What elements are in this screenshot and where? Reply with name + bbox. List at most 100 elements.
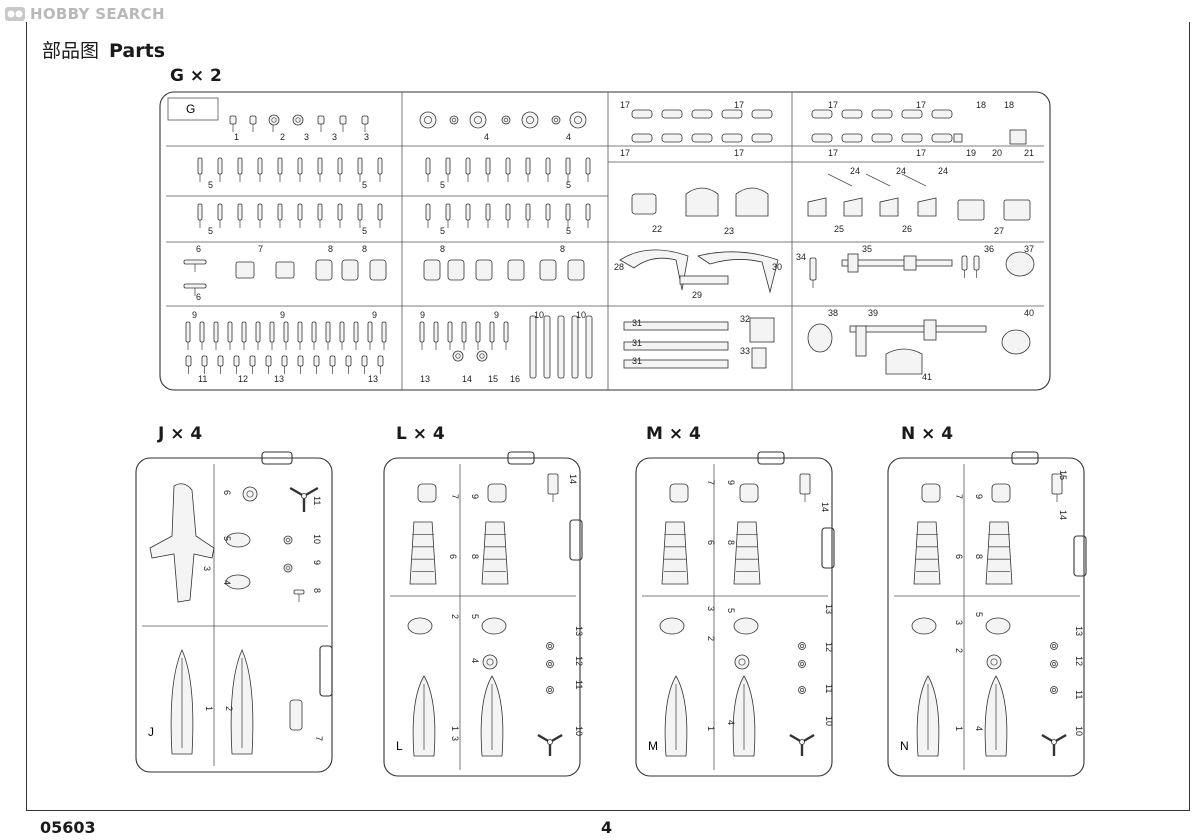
part-number: 3 <box>304 132 309 142</box>
sprue-part <box>213 321 219 343</box>
sprue-part <box>631 109 653 119</box>
part-number: 30 <box>772 262 782 272</box>
part-number: 3 <box>706 606 716 611</box>
part-number: 33 <box>740 346 750 356</box>
sprue-part <box>325 321 331 343</box>
sprue-part <box>885 348 923 375</box>
sprue-part <box>1003 199 1031 221</box>
sprue-part <box>685 187 719 217</box>
sprue-part <box>255 321 261 343</box>
part-number: 13 <box>1074 626 1084 636</box>
sprue-part <box>423 259 441 281</box>
part-number: 17 <box>734 100 744 110</box>
sprue-part <box>841 259 953 267</box>
sprue-part <box>809 257 817 281</box>
sprue-part <box>973 255 980 271</box>
sprue-l-frame <box>383 457 581 777</box>
sprue-part <box>197 157 203 175</box>
sprue-part <box>377 355 384 367</box>
sprue-part <box>551 115 561 125</box>
sprue-part <box>661 109 683 119</box>
sprue-part <box>185 321 191 343</box>
sprue-part <box>447 321 453 343</box>
part-number: 1 <box>954 726 964 731</box>
sprue-part <box>871 109 893 119</box>
part-number: 38 <box>828 308 838 318</box>
part-number: 9 <box>974 494 984 499</box>
part-number: 14 <box>568 474 578 484</box>
sprue-part <box>619 249 689 291</box>
sprue-part <box>297 203 303 221</box>
part-number: 18 <box>1004 100 1014 110</box>
sprue-part <box>481 617 507 635</box>
part-number: 5 <box>726 608 736 613</box>
sprue-part <box>257 203 263 221</box>
part-number: 6 <box>222 490 232 495</box>
sprue-j-frame <box>135 457 333 773</box>
part-number: 1 <box>450 726 460 731</box>
part-number: 8 <box>362 244 367 254</box>
part-number: 13 <box>274 374 284 384</box>
sprue-part <box>697 251 779 294</box>
part-number: 12 <box>824 642 834 652</box>
sprue-part <box>798 686 806 694</box>
sprue-part <box>277 203 283 221</box>
sprue-part <box>985 617 1011 635</box>
part-number: 9 <box>726 480 736 485</box>
part-number: 9 <box>494 310 499 320</box>
sprue-part <box>341 259 359 281</box>
part-number: 7 <box>258 244 263 254</box>
part-number: 25 <box>834 224 844 234</box>
sprue-part <box>623 341 729 351</box>
sprue-part <box>377 157 383 175</box>
part-number: 3 <box>450 736 460 741</box>
part-number: 9 <box>372 310 377 320</box>
watermark-text: HOBBY SEARCH <box>30 5 165 23</box>
sprue-part <box>841 109 863 119</box>
sprue-part <box>585 315 593 379</box>
sprue-part <box>855 325 867 357</box>
part-number: 1 <box>706 726 716 731</box>
sprue-part <box>503 321 509 343</box>
sprue-n-frame <box>887 457 1085 777</box>
part-number: 5 <box>208 180 213 190</box>
sprue-part <box>847 253 859 273</box>
sprue-part <box>337 157 343 175</box>
sprue-part <box>297 321 303 343</box>
title-chinese: 部品图 <box>42 40 100 62</box>
part-number: 4 <box>974 726 984 731</box>
part-number: 14 <box>462 374 472 384</box>
sprue-part <box>449 115 459 125</box>
sprue-part <box>249 355 256 367</box>
part-number: 8 <box>726 540 736 545</box>
sprue-part <box>225 574 251 590</box>
sprue-part <box>879 197 899 217</box>
sprue-part <box>235 261 255 279</box>
sprue-part <box>257 157 263 175</box>
sprue-part <box>1009 129 1027 145</box>
part-number: 6 <box>954 554 964 559</box>
part-number: 31 <box>632 356 642 366</box>
sprue-part <box>545 157 551 175</box>
part-number: 17 <box>620 100 630 110</box>
part-number: 9 <box>192 310 197 320</box>
part-number: 4 <box>222 580 232 585</box>
sprue-j-label: J × 4 <box>158 424 203 444</box>
part-number: 11 <box>574 680 584 689</box>
part-number: 17 <box>734 148 744 158</box>
part-number: 7 <box>450 494 460 499</box>
sprue-part <box>315 259 333 281</box>
sprue-part <box>447 259 465 281</box>
sprue-part <box>283 535 293 545</box>
part-number: 19 <box>966 148 976 158</box>
part-number: 17 <box>620 148 630 158</box>
part-number: 24 <box>938 166 948 176</box>
part-number: 41 <box>922 372 932 382</box>
part-number: 4 <box>470 658 480 663</box>
part-number: 8 <box>560 244 565 254</box>
sprue-part <box>501 115 511 125</box>
sprue-part <box>452 350 464 362</box>
